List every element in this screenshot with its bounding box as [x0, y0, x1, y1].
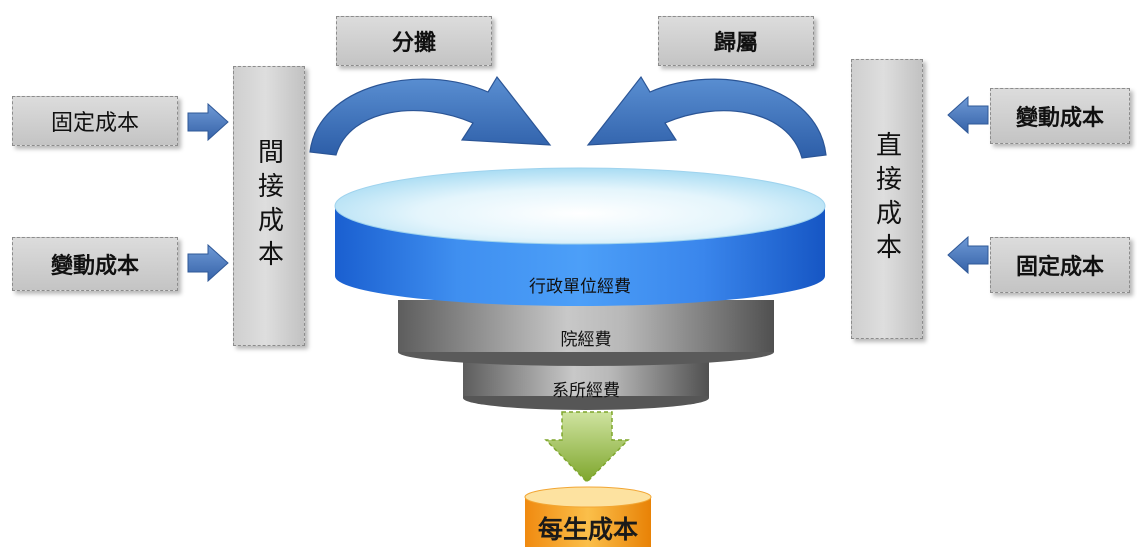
arrow-down-icon — [544, 411, 630, 484]
curved-arrow-icon — [309, 75, 552, 156]
direct-cost-box: 直接成本 — [851, 59, 923, 339]
tier-admin-label: 行政單位經費 — [529, 277, 631, 297]
allocation-box: 分攤 — [336, 16, 492, 66]
arrow-right-icon — [187, 102, 229, 142]
arrow-left-icon — [947, 95, 989, 135]
tier-college-label: 院經費 — [560, 330, 612, 350]
right-variable-cost-label: 變動成本 — [1015, 106, 1104, 131]
result-cylinder-shape — [524, 486, 652, 547]
curved-arrow-icon — [586, 75, 827, 159]
arrow-right-icon — [187, 243, 229, 283]
attribution-box: 歸屬 — [658, 16, 814, 66]
arrow-left-icon — [947, 235, 989, 275]
left-fixed-cost-label: 固定成本 — [50, 111, 139, 136]
attribution-label: 歸屬 — [713, 31, 758, 56]
left-variable-cost-box: 變動成本 — [12, 237, 178, 291]
allocation-label: 分攤 — [391, 31, 436, 56]
tier-department-label: 系所經費 — [552, 381, 620, 401]
right-variable-cost-box: 變動成本 — [990, 88, 1130, 144]
right-fixed-cost-box: 固定成本 — [990, 237, 1130, 293]
indirect-cost-label: 間接成本 — [253, 138, 284, 274]
direct-cost-label: 直接成本 — [871, 131, 902, 267]
left-fixed-cost-box: 固定成本 — [12, 96, 178, 146]
result-label: 每生成本 — [537, 515, 638, 544]
tier-college-shape — [398, 300, 774, 366]
tier-admin-shape — [334, 167, 826, 306]
indirect-cost-box: 間接成本 — [233, 66, 305, 346]
right-fixed-cost-label: 固定成本 — [1015, 255, 1104, 280]
left-variable-cost-label: 變動成本 — [50, 254, 139, 279]
